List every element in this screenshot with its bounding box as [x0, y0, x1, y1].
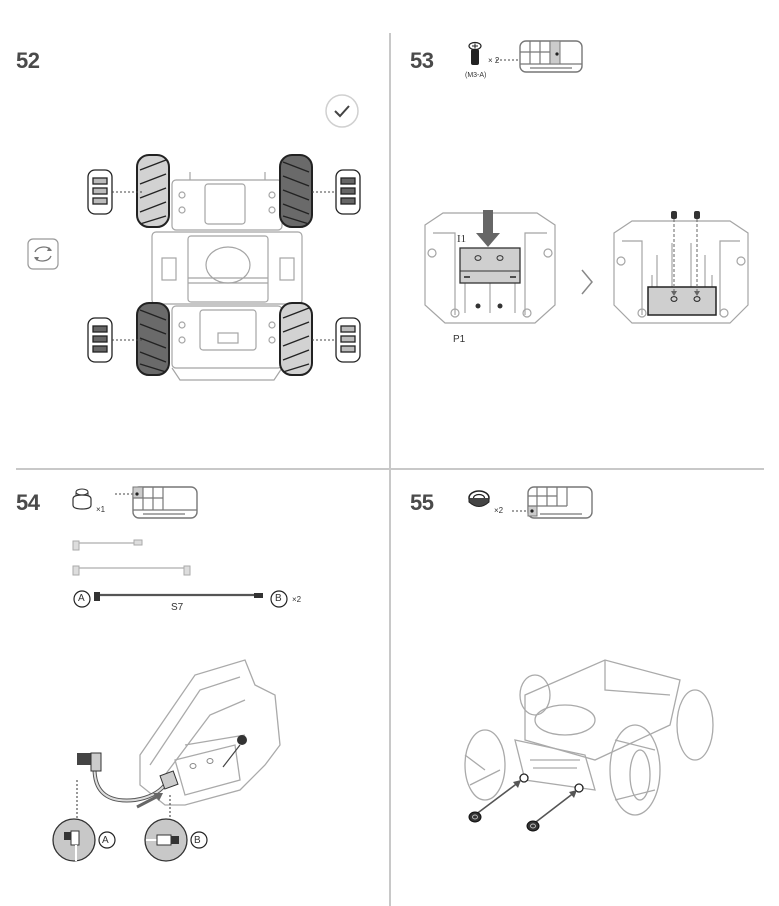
cable-end-b-label: B	[275, 593, 282, 604]
parts-box-icon	[115, 486, 198, 519]
chevron-right-icon	[581, 269, 593, 295]
plate-label-i1: I1	[457, 233, 467, 245]
chassis-top-view-illustration	[87, 154, 361, 381]
rubber-cap-icon	[72, 488, 92, 510]
cable-quantity-label: ×2	[292, 595, 302, 604]
quantity-label: ×2	[494, 506, 504, 515]
base-label-p1: P1	[453, 334, 466, 345]
cable-end-b-marker	[270, 590, 288, 608]
cable-s7-label: S7	[171, 602, 184, 613]
wheel-front-left	[136, 154, 170, 228]
cable-set-illustration	[72, 539, 263, 601]
check-circle-icon	[325, 94, 359, 128]
callout-b-label: B	[194, 835, 201, 846]
screw-icon	[468, 41, 482, 65]
wheel-rear-left	[136, 302, 170, 376]
parts-box-icon	[496, 40, 583, 73]
quantity-label: ×1	[96, 505, 106, 514]
nut-icon	[468, 490, 490, 507]
wheel-rear-right	[279, 302, 313, 376]
plate-screw-fastening-illustration	[613, 211, 749, 324]
step-number: 55	[410, 490, 434, 515]
part-code-label: (M3-A)	[465, 72, 487, 79]
step-number: 53	[410, 48, 434, 73]
step-number: 52	[16, 48, 40, 73]
callout-a-label: A	[102, 835, 109, 846]
cable-end-a-label: A	[78, 593, 85, 604]
quantity-label: × 2	[488, 56, 500, 65]
callout-connector-b	[144, 818, 208, 862]
callout-connector-a	[52, 818, 116, 862]
robot-nut-install-illustration	[464, 659, 714, 832]
parts-box-icon	[512, 486, 593, 519]
rotate-arrows-icon	[27, 238, 59, 270]
cable-end-a-marker	[73, 590, 91, 608]
step-number: 54	[16, 490, 40, 515]
base-plate-insert-illustration	[424, 210, 556, 324]
horizontal-divider	[16, 468, 764, 470]
cable-connection-illustration	[76, 659, 281, 830]
wheel-front-right	[279, 154, 313, 228]
